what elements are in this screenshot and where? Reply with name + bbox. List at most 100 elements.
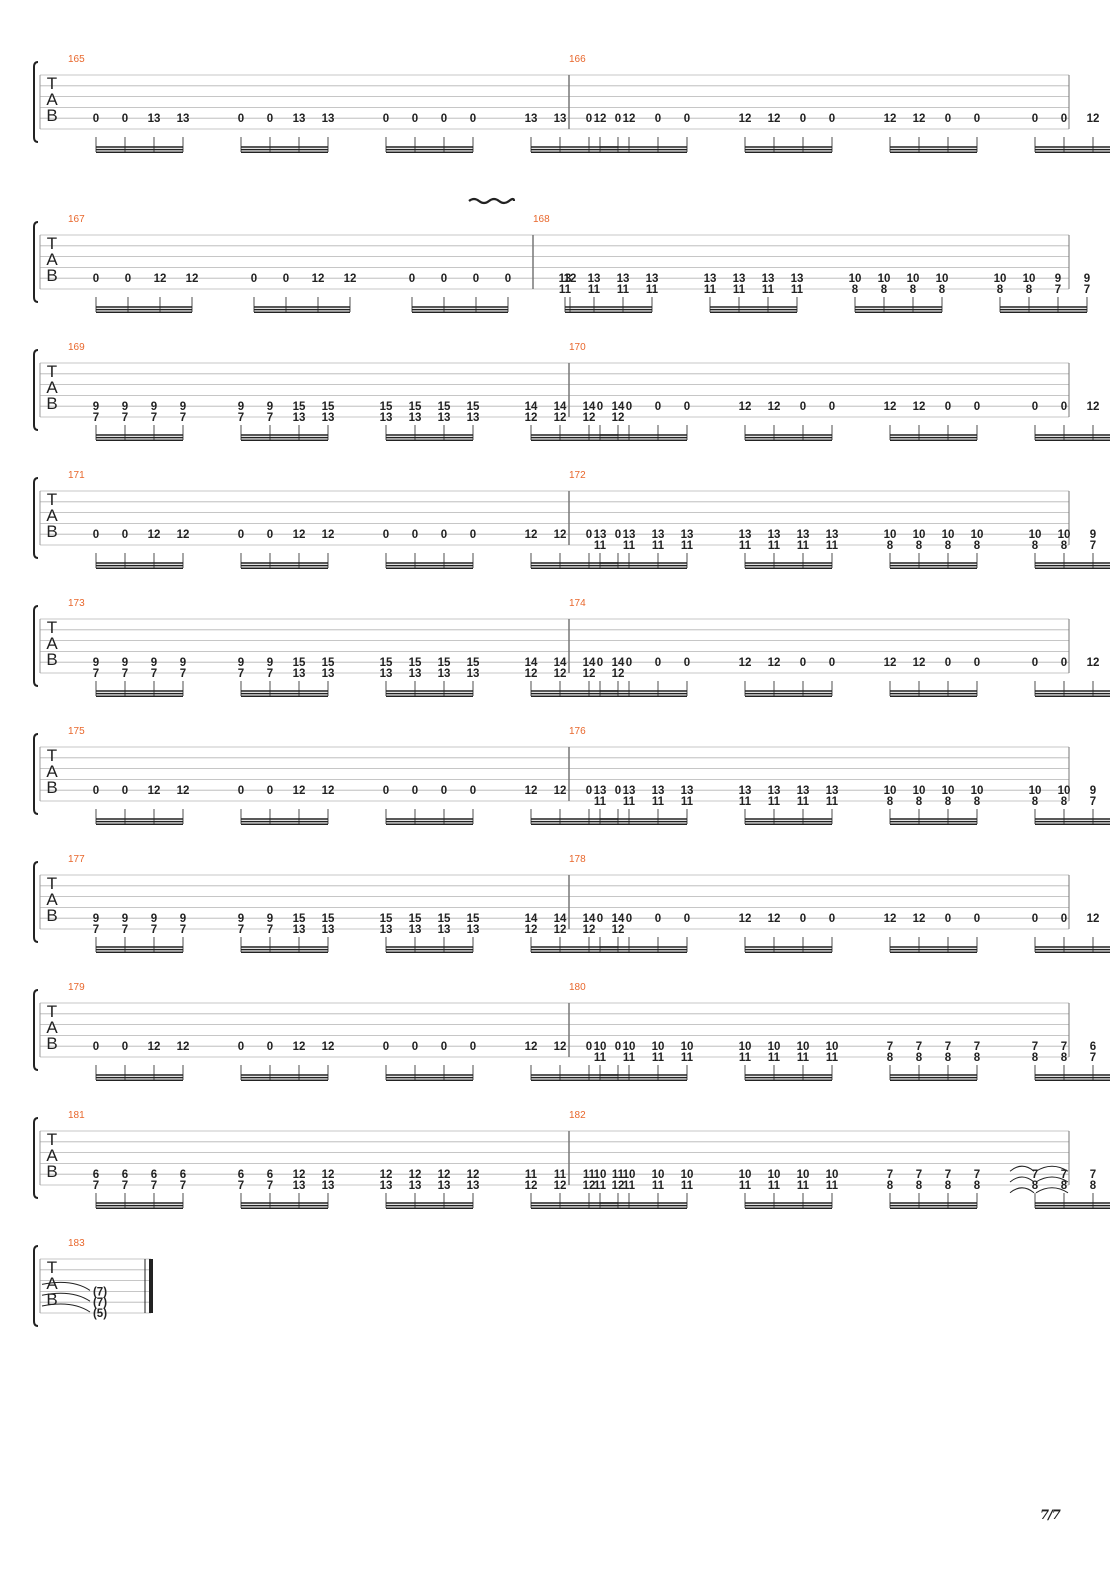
fret-number: 12 (293, 785, 306, 797)
fret-number: 8 (1032, 796, 1039, 808)
fret-number: 10 (652, 1041, 665, 1053)
fret-number: 12 (525, 924, 538, 936)
fret-number: 11 (588, 284, 601, 296)
fret-number: 6 (1090, 1041, 1096, 1053)
fret-number: 11 (791, 284, 804, 296)
fret-number: 0 (473, 273, 479, 285)
fret-number: 8 (910, 284, 917, 296)
fret-number: 9 (267, 913, 273, 925)
fret-number: 12 (884, 113, 897, 125)
fret-number: 0 (267, 1041, 273, 1053)
fret-number: 11 (826, 796, 839, 808)
fret-number: 8 (916, 540, 923, 552)
fret-number: 8 (1090, 1180, 1097, 1192)
fret-number: 10 (739, 1041, 752, 1053)
measure-number: 173 (68, 598, 85, 609)
fret-number: 10 (681, 1169, 694, 1181)
fret-number: 14 (525, 401, 538, 413)
fret-number: 13 (681, 785, 694, 797)
fret-number: 0 (409, 273, 415, 285)
fret-number: 12 (612, 668, 625, 680)
fret-number: 0 (974, 401, 980, 413)
fret-number: 13 (322, 924, 335, 936)
fret-number: 12 (322, 529, 335, 541)
fret-number: 11 (797, 540, 810, 552)
fret-number: 12 (612, 1180, 625, 1192)
fret-number: 14 (612, 657, 625, 669)
fret-number: 13 (293, 1180, 306, 1192)
tab-clef-letter: B (46, 394, 57, 413)
fret-number: 9 (1084, 273, 1090, 285)
fret-number: 7 (1032, 1169, 1038, 1181)
fret-number: 10 (768, 1169, 781, 1181)
fret-number: 11 (623, 1180, 636, 1192)
fret-number: 12 (768, 113, 781, 125)
fret-number: 12 (583, 412, 596, 424)
fret-number: 0 (684, 657, 690, 669)
fret-number: 15 (380, 913, 393, 925)
fret-number: 15 (380, 401, 393, 413)
fret-number: 0 (586, 1041, 592, 1053)
measure-number: 175 (68, 726, 85, 737)
fret-number: 12 (554, 412, 567, 424)
fret-number: 10 (878, 273, 891, 285)
fret-number: 7 (1032, 1041, 1038, 1053)
fret-number: 15 (322, 657, 335, 669)
fret-number: 11 (623, 796, 636, 808)
tie-arc (41, 1281, 91, 1291)
fret-number: 0 (945, 913, 951, 925)
fret-number: 9 (1055, 273, 1061, 285)
fret-number: 8 (1061, 1052, 1068, 1064)
fret-number: 11 (559, 284, 572, 296)
tie-arc (41, 1303, 91, 1313)
fret-number: 13 (438, 924, 451, 936)
fret-number: 7 (238, 1180, 244, 1192)
fret-number: 13 (438, 1180, 451, 1192)
fret-number: 15 (409, 657, 422, 669)
fret-number: 12 (177, 1041, 190, 1053)
system-bracket (33, 1245, 39, 1327)
fret-number: 13 (322, 1180, 335, 1192)
fret-number: 9 (151, 657, 157, 669)
fret-number: 8 (887, 1052, 894, 1064)
fret-number: 0 (412, 529, 418, 541)
fret-number: 0 (267, 529, 273, 541)
fret-number: 13 (467, 412, 480, 424)
fret-number: 11 (617, 284, 630, 296)
tab-clef-letter: T (47, 1258, 57, 1277)
fret-number: 13 (739, 785, 752, 797)
fret-number: 10 (594, 1041, 607, 1053)
fret-number: 15 (438, 657, 451, 669)
fret-number: 9 (180, 913, 186, 925)
fret-number: 0 (829, 657, 835, 669)
fret-number: 0 (383, 1041, 389, 1053)
fret-number: 0 (251, 273, 257, 285)
fret-number: 12 (564, 273, 577, 285)
fret-number: 7 (1061, 1169, 1067, 1181)
fret-number: 0 (93, 113, 99, 125)
tab-system: TAB1699797979797971513151315131513151315… (33, 342, 1110, 441)
fret-number: 12 (583, 924, 596, 936)
fret-number: 13 (293, 924, 306, 936)
fret-number: 0 (626, 913, 632, 925)
fret-number: 11 (826, 1180, 839, 1192)
measure-number: 172 (569, 470, 586, 481)
fret-number: 9 (238, 913, 244, 925)
fret-number: 11 (681, 1180, 694, 1192)
tie-arc (1009, 1176, 1035, 1183)
fret-number: 15 (438, 401, 451, 413)
fret-number: 6 (93, 1169, 99, 1181)
fret-number: 12 (322, 785, 335, 797)
system-bracket (33, 861, 39, 943)
fret-number: 0 (412, 785, 418, 797)
tab-clef-letter: T (47, 874, 57, 893)
fret-number: 0 (1061, 913, 1067, 925)
fret-number: 10 (768, 1041, 781, 1053)
fret-number: 11 (623, 1052, 636, 1064)
fret-number: 10 (681, 1041, 694, 1053)
system-bracket (33, 477, 39, 559)
fret-number: (7) (93, 1286, 107, 1298)
fret-number: 8 (1061, 1180, 1068, 1192)
fret-number: 10 (1058, 529, 1071, 541)
fret-number: 0 (974, 657, 980, 669)
